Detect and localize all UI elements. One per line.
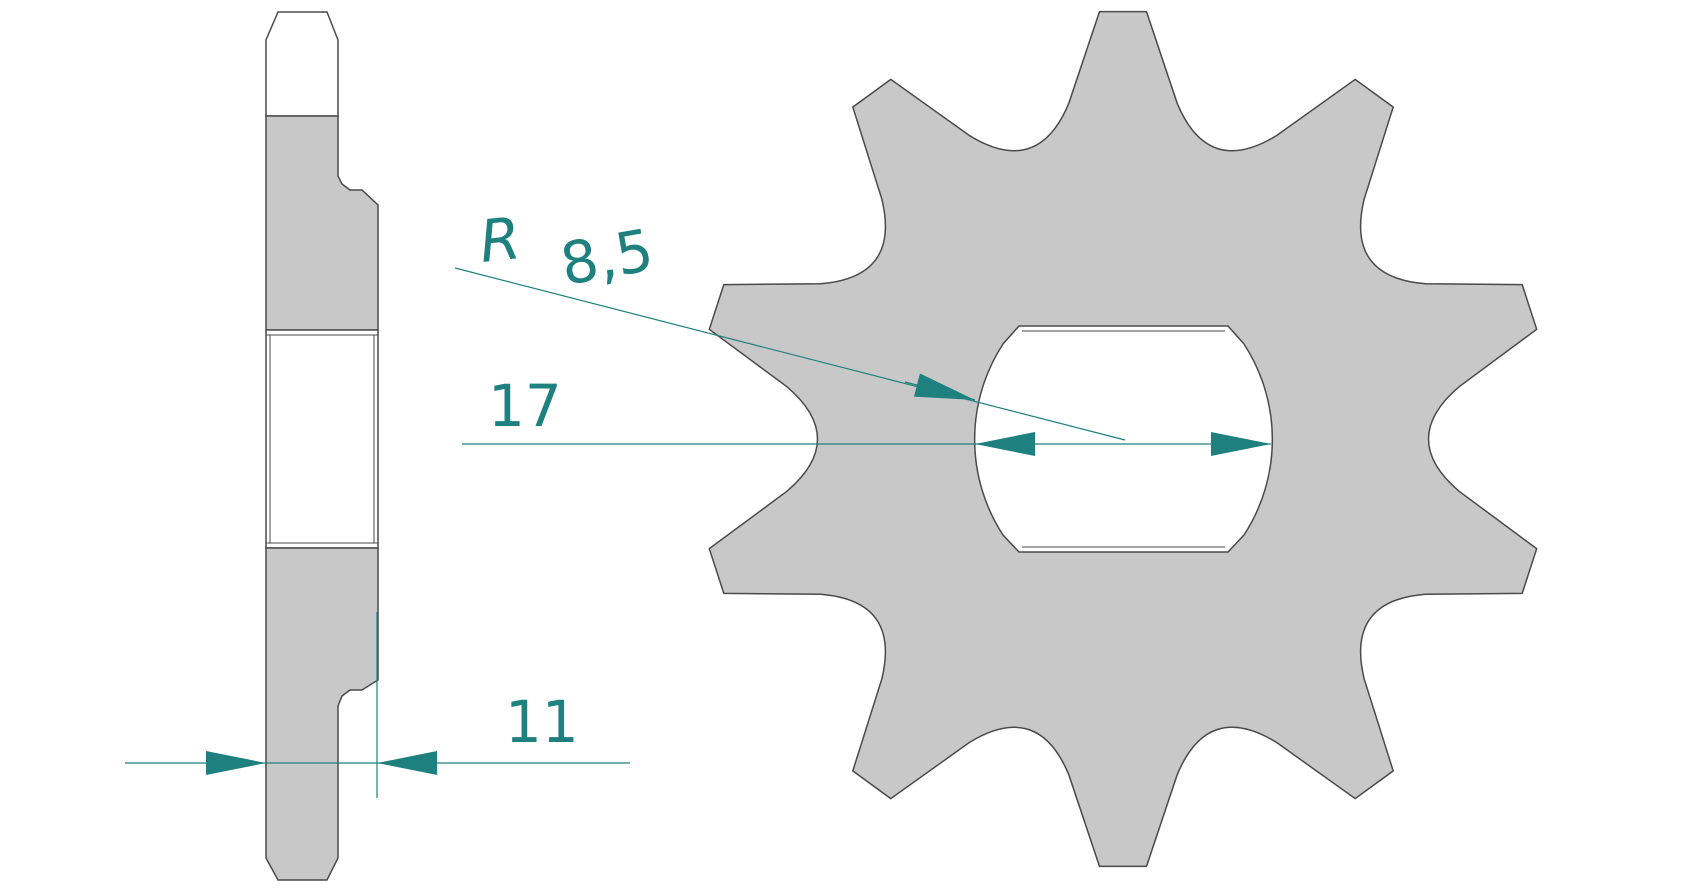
side-view-upper-section bbox=[265, 115, 379, 331]
radius-value-text: 8,5 bbox=[556, 216, 659, 299]
side-view-lower-section bbox=[265, 547, 379, 881]
radius-arrow bbox=[904, 373, 976, 401]
side-view bbox=[265, 11, 379, 881]
radius-leader-line bbox=[454, 267, 1126, 441]
bore-width-value-text: 17 bbox=[488, 372, 562, 440]
side-view-bore bbox=[265, 329, 379, 549]
side-view-tooth-tip-top bbox=[265, 11, 339, 117]
dimension-radius: R 8,5 bbox=[454, 204, 1126, 441]
dimension-bore-width: 17 bbox=[462, 372, 1271, 456]
dimension-thickness: 11 bbox=[125, 612, 630, 798]
radius-label-r: R bbox=[476, 204, 523, 276]
thickness-value-text: 11 bbox=[505, 688, 579, 756]
